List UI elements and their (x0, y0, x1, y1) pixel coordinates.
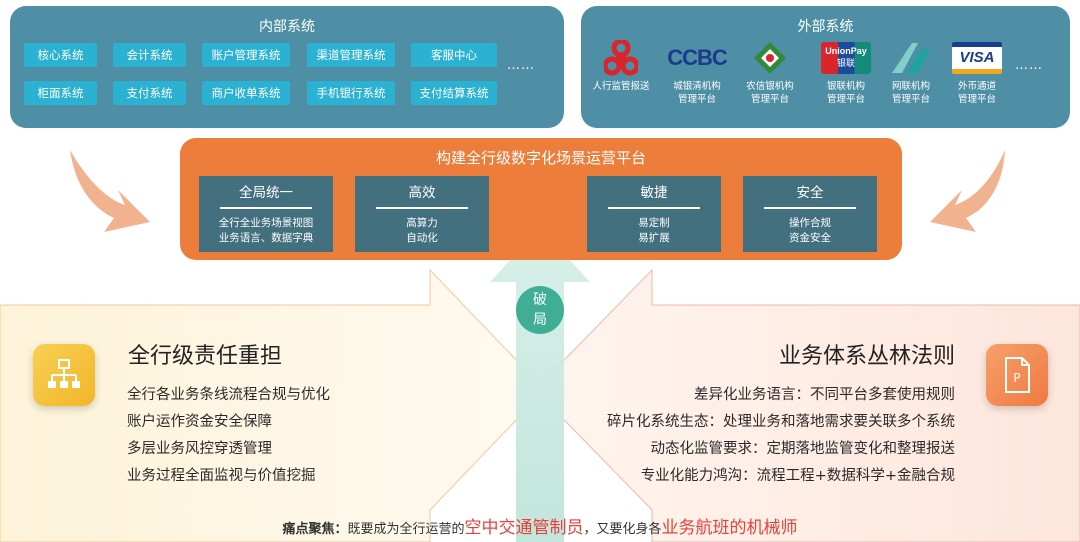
system-button-accounting[interactable]: 会计系统 (113, 43, 186, 67)
unionpay-logo-icon: UnionPay 银联 (810, 36, 882, 80)
document-p-icon: P (986, 344, 1048, 406)
breakthrough-char-2: 局 (533, 312, 547, 328)
card-line: 资金安全 (789, 232, 831, 244)
right-curved-arrow (930, 150, 1005, 232)
org-visa[interactable]: VISA 外币通道 管理平台 (941, 36, 1013, 106)
visa-logo-text: VISA (959, 49, 995, 66)
card-line: 易定制 (638, 217, 670, 229)
left-wedge-arrow (0, 268, 546, 542)
org-netunion-label: 网联机构 管理平台 (891, 81, 930, 105)
card-title: 高效 (408, 185, 436, 201)
right-side-item: 专业化能力鸿沟：流程工程+数据科学+金融合规 (640, 468, 955, 484)
card-title: 安全 (796, 185, 824, 201)
left-side-item: 业务过程全面监视与价值挖掘 (127, 468, 316, 484)
left-curved-arrow (70, 150, 150, 232)
platform-card-global-unified[interactable]: 全局统一 全行全业务场景视图 业务语言、数据字典 (199, 176, 333, 252)
card-line: 业务语言、数据字典 (218, 232, 314, 244)
org-pboc-label: 人行监管报送 (592, 81, 650, 92)
org-pboc[interactable]: 人行监管报送 (585, 36, 657, 93)
org-chart-icon (33, 344, 95, 406)
left-side-item: 账户运作资金安全保障 (127, 414, 272, 430)
org-rural-credit[interactable]: 农信银机构 管理平台 (734, 36, 806, 106)
card-divider (764, 207, 856, 209)
left-side-title: 全行级责任重担 (128, 344, 283, 369)
org-ccbc[interactable]: CCBC 城银清机构 管理平台 (661, 36, 733, 106)
system-button-settlement[interactable]: 支付结算系统 (411, 81, 497, 105)
pain-point-footer: 痛点聚焦：既要成为全行运营的空中交通管制员，又要化身各业务航班的机械师 (0, 513, 1080, 538)
svg-text:P: P (1013, 371, 1020, 385)
unionpay-logo-text: UnionPay (825, 46, 867, 56)
card-divider (608, 207, 700, 209)
card-divider (376, 207, 468, 209)
platform-card-secure[interactable]: 安全 操作合规 资金安全 (743, 176, 877, 252)
card-divider (220, 207, 312, 209)
visa-logo-icon: VISA (941, 36, 1013, 80)
system-button-account-mgmt[interactable]: 账户管理系统 (202, 43, 290, 67)
external-systems-panel: 外部系统 人行监管报送 CCBC 城银清机构 管理平台 农信银机构 管理平台 (581, 6, 1070, 128)
card-line: 高算力 (406, 217, 438, 229)
platform-card-efficient[interactable]: 高效 高算力 自动化 (355, 176, 489, 252)
card-line: 操作合规 (789, 217, 831, 229)
org-ccbc-label: 城银清机构 管理平台 (673, 81, 721, 105)
ccbc-logo-text: CCBC (667, 45, 728, 70)
pboc-logo-icon (585, 36, 657, 80)
internal-systems-panel: 内部系统 核心系统 会计系统 账户管理系统 渠道管理系统 客服中心 …… 柜面系… (10, 6, 564, 128)
system-button-mobile-banking[interactable]: 手机银行系统 (307, 81, 395, 105)
footer-highlight-2: 业务航班的机械师 (661, 518, 798, 538)
netunion-logo-icon (875, 36, 947, 80)
card-line: 易扩展 (638, 232, 670, 244)
left-side-item: 全行各业务条线流程合规与优化 (127, 387, 330, 403)
platform-title: 构建全行级数字化场景运营平台 (435, 149, 646, 167)
right-wedge-arrow (534, 268, 1080, 542)
external-more-dots: …… (1015, 58, 1043, 73)
footer-label: 痛点聚焦： (282, 522, 348, 537)
org-unionpay-label: 银联机构 管理平台 (826, 81, 865, 105)
center-up-arrow (490, 228, 590, 542)
right-side-item: 差异化业务语言：不同平台多套使用规则 (694, 387, 955, 403)
system-button-merchant-acquiring[interactable]: 商户收单系统 (202, 81, 290, 105)
footer-text-2: ，又要化身各 (583, 522, 662, 537)
internal-systems-title: 内部系统 (259, 19, 315, 35)
footer-highlight-1: 空中交通管制员 (464, 518, 584, 538)
org-visa-label: 外币通道 管理平台 (957, 81, 996, 105)
card-title: 全局统一 (239, 185, 293, 201)
org-unionpay[interactable]: UnionPay 银联 银联机构 管理平台 (810, 36, 882, 106)
card-title: 敏捷 (640, 185, 668, 201)
footer-text-1: 既要成为全行运营的 (347, 522, 465, 537)
external-systems-title: 外部系统 (797, 19, 854, 35)
breakthrough-badge: 破 局 (516, 286, 564, 334)
breakthrough-char-1: 破 (533, 292, 547, 308)
card-line: 全行全业务场景视图 (218, 217, 314, 229)
operations-platform: 构建全行级数字化场景运营平台 全局统一 全行全业务场景视图 业务语言、数据字典 … (180, 138, 902, 260)
system-button-core[interactable]: 核心系统 (24, 43, 97, 67)
unionpay-logo-sub: 银联 (836, 59, 855, 69)
system-button-counter[interactable]: 柜面系统 (24, 81, 97, 105)
org-rural-credit-label: 农信银机构 管理平台 (746, 81, 794, 105)
right-side-title: 业务体系丛林法则 (778, 344, 955, 369)
right-side-item: 动态化监管要求：定期落地监管变化和整理报送 (650, 441, 956, 457)
rural-credit-logo-icon (734, 36, 806, 80)
right-side-item: 碎片化系统生态：处理业务和落地需求要关联多个系统 (607, 414, 955, 430)
internal-more-dots: …… (507, 58, 535, 73)
system-button-payment[interactable]: 支付系统 (113, 81, 186, 105)
system-button-customer-service[interactable]: 客服中心 (411, 43, 497, 67)
card-line: 自动化 (406, 232, 438, 244)
system-button-channel-mgmt[interactable]: 渠道管理系统 (307, 43, 395, 67)
org-netunion[interactable]: 网联机构 管理平台 (875, 36, 947, 106)
platform-card-agile[interactable]: 敏捷 易定制 易扩展 (587, 176, 721, 252)
left-side-item: 多层业务风控穿透管理 (127, 441, 272, 457)
ccbc-logo-icon: CCBC (661, 36, 733, 80)
